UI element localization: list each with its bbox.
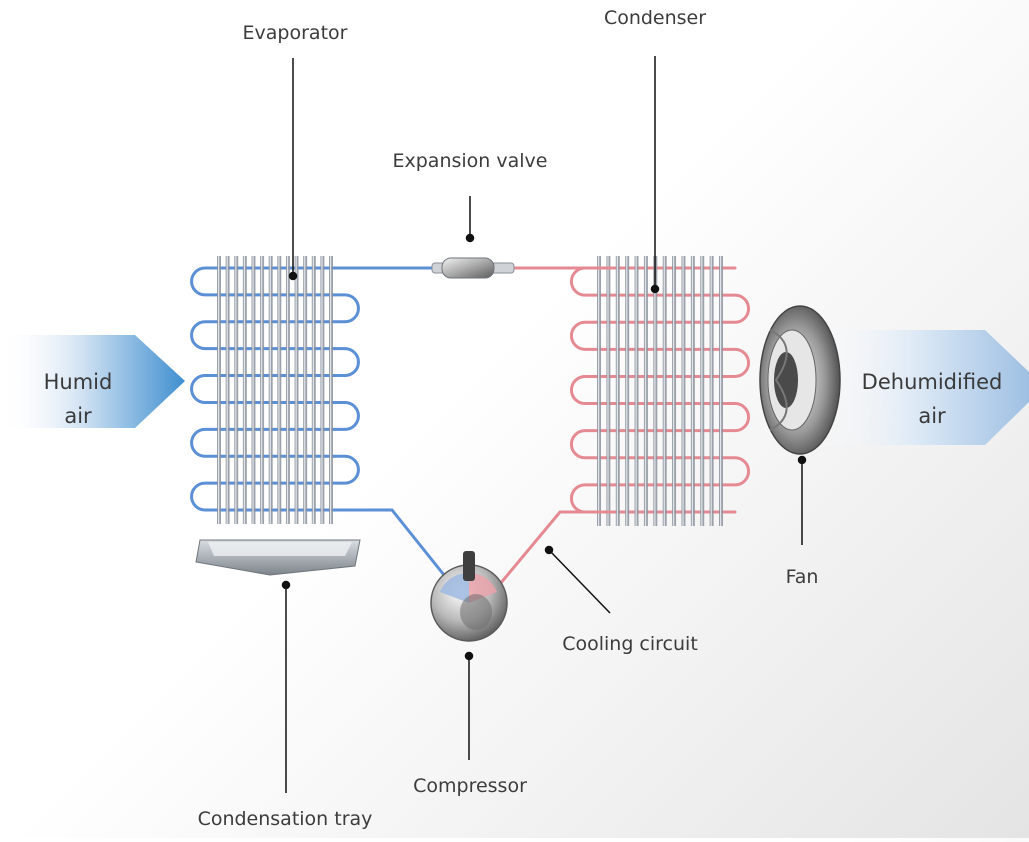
coil-fin-highlight (226, 256, 228, 524)
compressor (430, 551, 508, 642)
coil-tube (190, 266, 360, 512)
humid-air-label-line-1: Humid (43, 370, 113, 394)
cooling-circuit-label: Cooling circuit (562, 633, 698, 655)
expansion-valve-label: Expansion valve (392, 150, 548, 172)
coil-fin-highlight (235, 256, 237, 524)
coil-fin-highlight (218, 256, 220, 524)
coil-fin-highlight (682, 256, 684, 526)
coil-fin-highlight (663, 256, 665, 526)
coil-fin-highlight (635, 256, 637, 526)
coil-fin-highlight (261, 256, 263, 524)
dehumidified-air-label-line-1: Dehumidified (861, 370, 1003, 394)
coil-fin-highlight (626, 256, 628, 526)
coil-fin-highlight (644, 256, 647, 526)
condensation-tray (195, 539, 361, 576)
humid-air-arrow (0, 335, 185, 428)
coil-fin-highlight (720, 256, 722, 526)
fan-label: Fan (785, 566, 819, 588)
evaporator-coil (190, 256, 360, 524)
coil-fin-highlight (710, 256, 712, 526)
compressor-label: Compressor (413, 775, 527, 797)
coil-fin-highlight (278, 256, 280, 524)
coil-fin-highlight (269, 256, 271, 524)
coil-fin-highlight (607, 256, 609, 526)
coil-fin-highlight (252, 256, 254, 524)
coil-fin-highlight (312, 256, 314, 524)
coil-fin-highlight (330, 256, 332, 524)
dehumidified-air-arrow (810, 330, 1029, 445)
leader-lines (281, 56, 807, 793)
cooling-circuit-pipes (343, 266, 612, 592)
coil-fin-highlight (654, 256, 656, 526)
coil-fin-highlight (304, 256, 306, 524)
humid-air-label-line-2: air (64, 404, 92, 428)
dehumidified-air-label-line-2: air (918, 404, 946, 428)
coil-fin-highlight (321, 256, 323, 524)
coil-tube (569, 266, 750, 514)
condensation-tray-label: Condensation tray (197, 808, 373, 830)
condenser-coil (569, 256, 750, 526)
condenser-label: Condenser (603, 7, 707, 29)
coil-fin-highlight (616, 256, 618, 526)
expansion-valve (431, 257, 515, 279)
evaporator-label: Evaporator (242, 22, 348, 44)
coil-fin-highlight (701, 256, 703, 526)
coil-fin-highlight (598, 256, 600, 526)
coil-fin-highlight (243, 256, 246, 524)
coil-fin-highlight (295, 256, 297, 524)
coil-fin-highlight (673, 256, 675, 526)
coil-fin-highlight (286, 256, 289, 524)
fan (759, 305, 841, 455)
coil-fin-highlight (691, 256, 694, 526)
